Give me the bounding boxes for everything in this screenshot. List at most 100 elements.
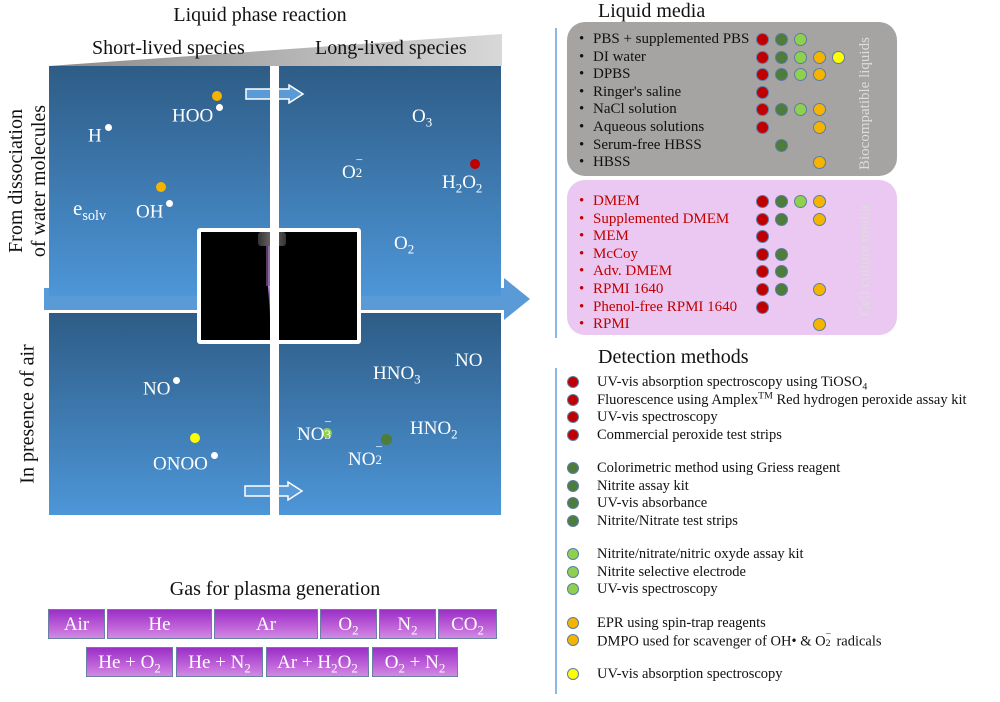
bullet-icon: • <box>579 48 585 65</box>
gas-he-o2: He + O2 <box>86 647 173 677</box>
method-dot-orange-icon <box>813 212 826 226</box>
method-dot-dkgreen-icon <box>775 33 788 46</box>
detection-row: EPR using spin-trap reagents <box>567 614 997 632</box>
method-ltgreen-icon <box>567 583 579 595</box>
gas-ar-h2o2: Ar + H2O2 <box>266 647 369 677</box>
media-row: • McCoy <box>579 246 638 263</box>
detection-row: UV-vis absorption spectroscopy using TiO… <box>567 373 997 392</box>
method-ltgreen-icon <box>567 548 579 560</box>
species-no3-sup: − <box>324 413 332 429</box>
method-dot-dkgreen-icon <box>775 265 788 279</box>
species-nitrous-acid: HNO2 <box>410 418 458 440</box>
species-h2o2-b: O <box>462 172 476 193</box>
species-h2o2-sub2: 2 <box>475 180 483 196</box>
gas-co2: CO2 <box>438 609 497 639</box>
method-dot-red-icon <box>756 68 769 82</box>
bullet-icon: • <box>579 136 585 153</box>
gas-sub: 2 <box>352 622 359 638</box>
detection-text: Nitrite selective electrode <box>597 563 746 581</box>
red-marker-icon <box>470 159 480 169</box>
gas-sub: 2 <box>477 622 484 638</box>
species-nitrate: NO−3 <box>297 414 334 446</box>
radical-dot-icon <box>216 104 224 111</box>
species-hoo-radical: HOO <box>172 104 224 127</box>
gas-label: Ar <box>255 614 277 635</box>
media-row: •Aqueous solutions <box>579 119 704 136</box>
detection-row: DMPO used for scavenger of OH• & O−2 rad… <box>567 629 997 651</box>
bullet-icon: • <box>579 66 585 83</box>
bullet-icon: • <box>579 210 585 227</box>
species-o2minus-text: O <box>342 162 356 183</box>
species-no-radical: NO <box>143 377 181 400</box>
gas-label: CO <box>451 614 478 635</box>
gas-n2: N2 <box>379 609 436 639</box>
detection-text-main: UV-vis spectroscopy <box>597 409 718 425</box>
gas-label: Ar + H <box>277 652 332 673</box>
detection-text: Fluorescence using AmplexTM Red hydrogen… <box>597 391 967 409</box>
media-row: •MEM <box>579 228 629 245</box>
media-row: •RPMI <box>579 316 630 333</box>
gas-label: O <box>384 652 399 673</box>
gas-sub: 2 <box>331 660 338 676</box>
gas-title: Gas for plasma generation <box>169 578 381 600</box>
species-no2-text: NO <box>348 449 376 470</box>
method-dot-ltgreen-icon <box>794 50 807 64</box>
detection-row: Colorimetric method using Griess reagent <box>567 459 997 477</box>
media-name: RPMI 1640 <box>593 281 664 297</box>
detection-text: UV-vis spectroscopy <box>597 408 718 426</box>
method-dot-red-icon <box>756 300 769 314</box>
detection-row: Nitrite/nitrate/nitric oxyde assay kit <box>567 545 997 563</box>
detection-text-tail: Red hydrogen peroxide assay kit <box>772 391 967 408</box>
row-label-air-text: In presence of air <box>16 344 39 484</box>
gas-sub: 2 <box>351 660 358 676</box>
gas-label: + N <box>404 652 439 673</box>
cell-culture-media-box: •DMEM•Supplemented DMEM•MEM•McCoy•Adv. D… <box>567 180 897 335</box>
gas-label: O <box>338 614 353 635</box>
detection-text-main: UV-vis absorption spectroscopy <box>597 665 783 682</box>
row-label-water-line1: From dissociation <box>5 109 27 253</box>
method-dot-yellow-icon <box>832 50 845 64</box>
detection-supsub: −2 <box>826 629 833 650</box>
media-name: DI water <box>593 48 646 65</box>
gas-air: Air <box>48 609 105 639</box>
method-dot-ltgreen-icon <box>794 195 807 208</box>
detection-text: DMPO used for scavenger of OH• & O−2 rad… <box>597 629 882 651</box>
radical-dot-icon <box>210 452 218 459</box>
species-hno2-text: HNO <box>410 418 452 439</box>
method-dot-orange-icon <box>813 156 826 170</box>
photo-frame-spacer <box>197 228 361 344</box>
method-dot-dkgreen-icon <box>775 195 788 208</box>
detection-text-main: Nitrite/Nitrate test strips <box>597 512 738 529</box>
media-row: •Serum-free HBSS <box>579 137 702 154</box>
media-name: NaCl solution <box>593 101 677 118</box>
media-name: McCoy <box>593 245 638 262</box>
gas-ar: Ar <box>214 609 318 639</box>
gas-he: He <box>107 609 212 639</box>
method-dot-ltgreen-icon <box>794 103 807 117</box>
bullet-icon: • <box>579 228 585 245</box>
media-name: Adv. DMEM <box>593 263 673 280</box>
media-row: •DMEM <box>579 193 640 210</box>
method-yellow-icon <box>567 667 579 680</box>
bullet-icon: • <box>579 154 585 171</box>
media-row: • DI water <box>579 49 646 66</box>
long-lived-label: Long-lived species <box>315 37 467 59</box>
species-hno2-sub: 2 <box>451 426 458 442</box>
method-dot-orange-icon <box>813 50 826 64</box>
bullet-icon: • <box>579 316 585 333</box>
detection-text: Commercial peroxide test strips <box>597 426 782 444</box>
method-dot-red-icon <box>756 103 769 117</box>
bullet-icon: • <box>579 245 585 262</box>
method-dot-dkgreen-icon <box>775 68 788 82</box>
detection-text: UV-vis spectroscopy <box>597 580 718 598</box>
orange-marker-icon <box>156 182 166 192</box>
liquid-phase-title: Liquid phase reaction <box>173 4 347 26</box>
method-red-icon <box>567 393 579 406</box>
method-dot-orange-icon <box>813 195 826 208</box>
species-e-sub: solv <box>82 207 107 224</box>
method-dot-dkgreen-icon <box>775 283 788 296</box>
media-name: DMEM <box>593 193 640 209</box>
species-o3-sub: 3 <box>425 114 433 130</box>
species-ozone: O3 <box>412 106 432 128</box>
gas-label: N <box>397 614 412 635</box>
